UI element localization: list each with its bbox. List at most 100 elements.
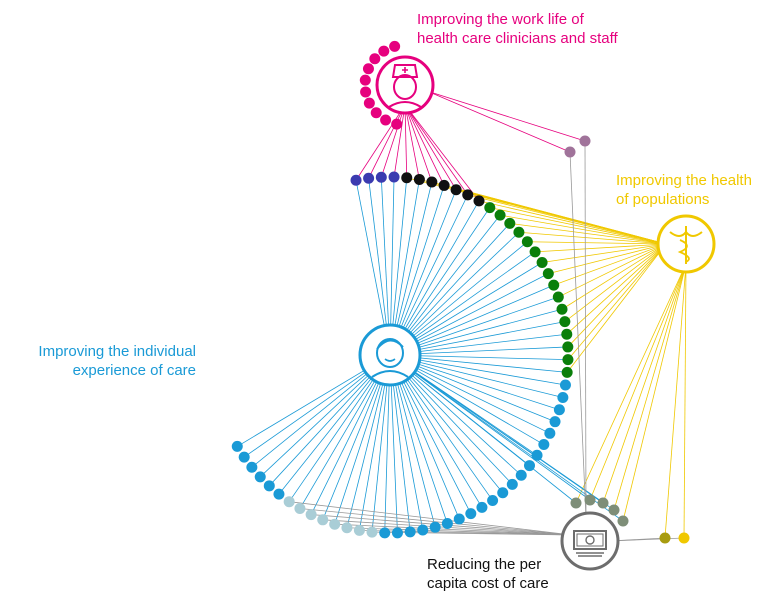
- ring-dot: [401, 172, 413, 184]
- ring-dot: [388, 171, 400, 183]
- ring-dot: [557, 391, 569, 403]
- line-populations: [564, 243, 667, 322]
- staff-dot: [360, 86, 372, 98]
- label-staff-line2: health care clinicians and staff: [417, 30, 618, 47]
- ring-dot: [263, 480, 275, 492]
- line-populations: [478, 200, 667, 245]
- cost-satellite-dot: [617, 515, 629, 527]
- staff-dot: [359, 74, 371, 86]
- line-populations: [489, 207, 667, 245]
- ring-dot: [536, 257, 548, 269]
- line-staff: [393, 104, 406, 178]
- ring-dot: [238, 451, 250, 463]
- ring-dot: [497, 487, 509, 499]
- staff-dot: [378, 45, 390, 57]
- cost-satellite-dot: [608, 504, 620, 516]
- line-populations: [567, 243, 667, 360]
- money-inner: [576, 533, 604, 547]
- ring-dot: [246, 461, 258, 473]
- ring-dot: [556, 303, 568, 315]
- ring-dot: [294, 503, 306, 515]
- ring-dot: [366, 526, 378, 538]
- ring-dot: [561, 328, 573, 340]
- ring-dot: [438, 179, 450, 191]
- staff-dot: [389, 40, 401, 52]
- line-pop-cost: [602, 263, 687, 504]
- line-staff: [404, 104, 408, 178]
- ring-dot: [317, 514, 329, 526]
- ring-dot: [548, 279, 560, 291]
- label-cost-line1: Reducing the per: [427, 556, 542, 573]
- line-pop-cost: [575, 263, 687, 504]
- ring-dot: [404, 526, 416, 538]
- ring-dot: [465, 508, 477, 520]
- mauve-dot: [564, 146, 576, 158]
- ring-dot: [559, 316, 571, 328]
- ring-dot: [561, 366, 573, 378]
- label-populations: Improving the health of populations: [616, 171, 752, 209]
- yellow-dot: [659, 532, 671, 544]
- line-staff: [355, 104, 406, 181]
- nurse-shoulders: [388, 101, 422, 108]
- line-staff: [404, 104, 480, 202]
- line-cost: [311, 514, 573, 536]
- line-staff: [404, 104, 457, 190]
- staff-dot: [391, 118, 403, 130]
- ring-dot: [450, 184, 462, 196]
- staff-dot: [363, 97, 375, 109]
- line-populations: [535, 243, 667, 253]
- ring-dot: [513, 226, 525, 238]
- yellow-dot: [678, 532, 690, 544]
- ring-dot: [544, 427, 556, 439]
- line-populations: [500, 214, 667, 245]
- line-populations: [518, 231, 667, 245]
- line-populations: [553, 243, 667, 286]
- ring-dot: [484, 202, 496, 214]
- line-experience-cost: [389, 354, 624, 522]
- mauve-dot: [579, 135, 591, 147]
- line-staff: [368, 104, 406, 179]
- ring-dot: [562, 354, 574, 366]
- line-pop-cost: [589, 263, 687, 501]
- money-icon: [573, 530, 607, 550]
- ring-dot: [429, 521, 441, 533]
- ring-dot: [379, 527, 391, 539]
- ring-dot: [413, 173, 425, 185]
- money-coin: [585, 535, 595, 545]
- ring-dot: [552, 291, 564, 303]
- line-staff-mauve: [426, 90, 586, 142]
- ring-dot: [562, 341, 574, 353]
- label-populations-line2: of populations: [616, 191, 710, 208]
- ring-dot: [531, 449, 543, 461]
- line-cost: [334, 523, 573, 536]
- ring-dot: [441, 518, 453, 530]
- line-mauve-cost: [569, 151, 587, 520]
- line-staff: [404, 104, 433, 183]
- ring-dot: [353, 524, 365, 536]
- ring-dot: [426, 176, 438, 188]
- line-cost: [289, 501, 573, 536]
- patient-icon: [376, 338, 404, 368]
- ring-dot: [504, 217, 516, 229]
- staff-hub: [375, 55, 435, 115]
- caduceus-wings: [669, 230, 703, 237]
- line-staff: [404, 104, 445, 186]
- ring-dot: [515, 469, 527, 481]
- ring-dot: [231, 440, 243, 452]
- line-populations: [561, 243, 667, 310]
- ring-dot: [542, 268, 554, 280]
- staff-dot: [369, 53, 381, 65]
- ring-dot: [462, 189, 474, 201]
- label-staff: Improving the work life of health care c…: [417, 10, 618, 48]
- line-populations: [527, 241, 667, 245]
- connection-lines: [237, 90, 687, 542]
- cost-hub: [560, 511, 620, 571]
- label-cost-line2: capita cost of care: [427, 575, 549, 592]
- label-experience-line1: Improving the individual: [38, 343, 196, 360]
- line-populations: [566, 243, 667, 373]
- ring-dot: [559, 379, 571, 391]
- ring-dot: [487, 494, 499, 506]
- line-pop-cost: [613, 263, 687, 511]
- line-populations: [567, 243, 667, 348]
- patient-shoulders: [371, 370, 409, 378]
